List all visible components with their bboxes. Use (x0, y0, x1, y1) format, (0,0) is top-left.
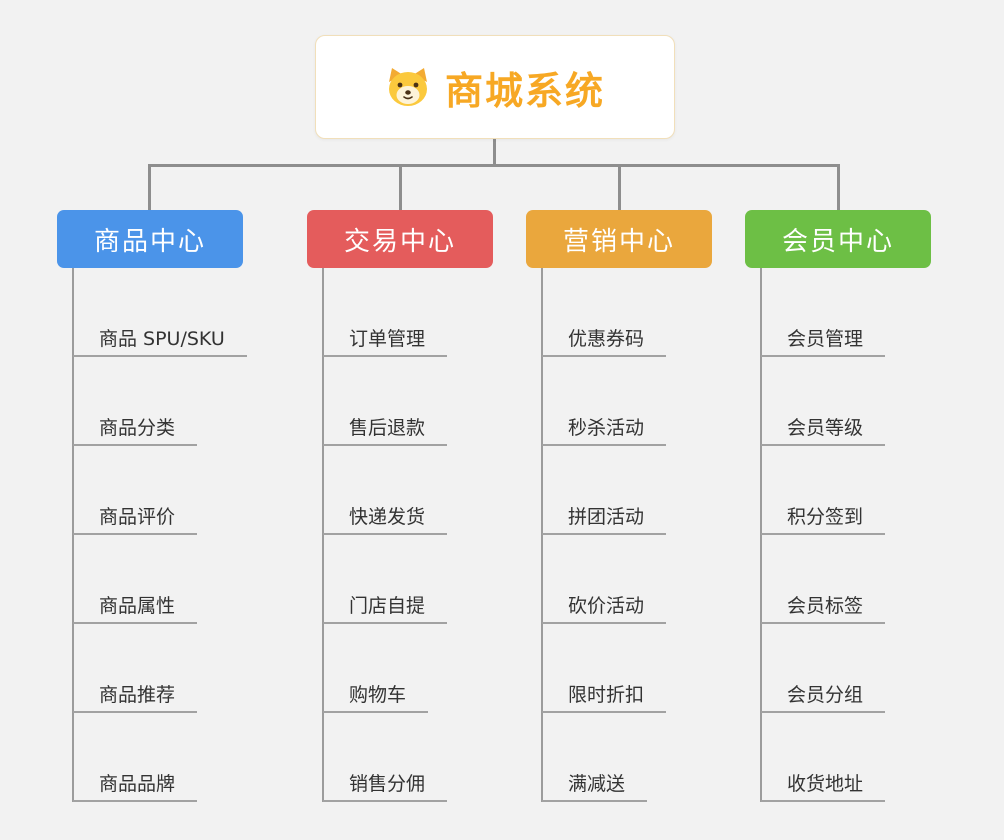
branch-goods-center: 商品中心 商品 SPU/SKU 商品分类 商品评价 商品属性 商品推荐 商品品牌 (57, 0, 317, 840)
connector-spine (72, 268, 74, 802)
branch-header-goods[interactable]: 商品中心 (57, 210, 243, 268)
connector-spine (322, 268, 324, 802)
connector-spine (541, 268, 543, 802)
mindmap-node[interactable]: 商品推荐 (73, 681, 198, 713)
mindmap-node[interactable]: 优惠券码 (542, 325, 667, 357)
mindmap-node[interactable]: 会员等级 (761, 414, 886, 446)
mindmap-node[interactable]: 门店自提 (323, 592, 448, 624)
mindmap-node[interactable]: 商品分类 (73, 414, 198, 446)
mindmap-node[interactable]: 限时折扣 (542, 681, 667, 713)
mindmap-node[interactable]: 会员标签 (761, 592, 886, 624)
connector-drop-member (837, 164, 840, 211)
mindmap-node[interactable]: 商品评价 (73, 503, 198, 535)
branch-marketing-center: 营销中心 优惠券码 秒杀活动 拼团活动 砍价活动 限时折扣 满减送 (526, 0, 786, 840)
mindmap-node[interactable]: 商品 SPU/SKU (73, 325, 247, 357)
mindmap-node[interactable]: 快递发货 (323, 503, 448, 535)
mindmap-node[interactable]: 秒杀活动 (542, 414, 667, 446)
mindmap-node[interactable]: 会员管理 (761, 325, 886, 357)
branch-trade-center: 交易中心 订单管理 售后退款 快递发货 门店自提 购物车 销售分佣 (307, 0, 567, 840)
mindmap-node[interactable]: 商品属性 (73, 592, 198, 624)
connector-drop-marketing (618, 164, 621, 211)
mindmap-node[interactable]: 商品品牌 (73, 770, 198, 802)
connector-drop-trade (399, 164, 402, 211)
root-node[interactable]: 商城系统 (315, 35, 675, 139)
connector-root-stem (493, 139, 496, 166)
mindmap-node[interactable]: 销售分佣 (323, 770, 448, 802)
mindmap-node[interactable]: 积分签到 (761, 503, 886, 535)
mindmap-node[interactable]: 购物车 (323, 681, 429, 713)
connector-spine (760, 268, 762, 802)
connector-horizontal (148, 164, 840, 167)
mindmap-node[interactable]: 拼团活动 (542, 503, 667, 535)
dog-icon (388, 68, 427, 106)
connector-drop-goods (148, 164, 151, 211)
mindmap-node[interactable]: 订单管理 (323, 325, 448, 357)
mindmap-node[interactable]: 砍价活动 (542, 592, 667, 624)
mindmap-node[interactable]: 会员分组 (761, 681, 886, 713)
branch-member-center: 会员中心 会员管理 会员等级 积分签到 会员标签 会员分组 收货地址 (745, 0, 1004, 840)
mindmap-node[interactable]: 满减送 (542, 770, 648, 802)
branch-header-member[interactable]: 会员中心 (745, 210, 931, 268)
mindmap-node[interactable]: 收货地址 (761, 770, 886, 802)
root-title: 商城系统 (444, 68, 605, 113)
mindmap-node[interactable]: 售后退款 (323, 414, 448, 446)
branch-header-trade[interactable]: 交易中心 (307, 210, 493, 268)
branch-header-marketing[interactable]: 营销中心 (526, 210, 712, 268)
